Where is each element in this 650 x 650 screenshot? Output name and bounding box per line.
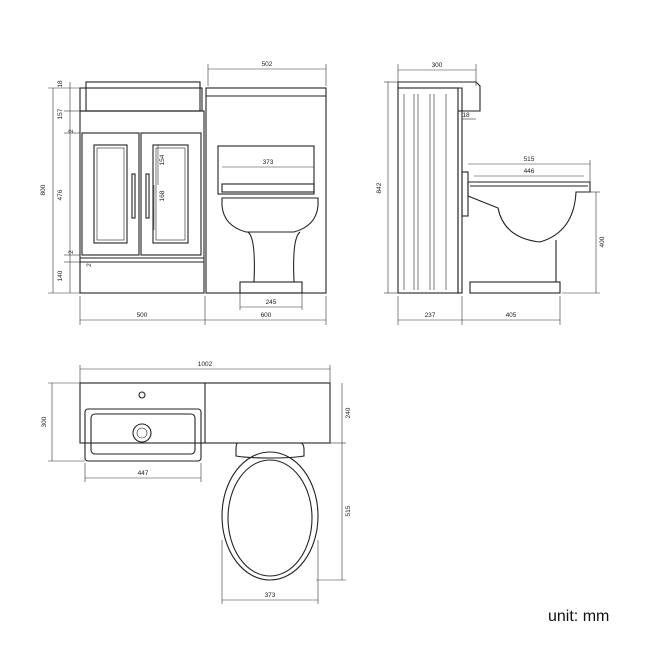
dim-pan-width: 373	[263, 159, 274, 166]
top-dimensions: 1002 300 240 447 515 373	[41, 361, 352, 604]
dim-plinth-height: 140	[57, 270, 64, 281]
wc-pan	[221, 197, 319, 233]
left-door-panel-inner	[96, 147, 125, 241]
dim-top-unit-depth: 240	[345, 407, 352, 418]
dim-top-offset: 18	[57, 80, 64, 88]
top-view	[79, 382, 331, 581]
side-wc-pan	[467, 181, 591, 243]
side-view	[397, 81, 591, 294]
side-dimensions: 300 18 842 515 446 400 237 405	[376, 62, 606, 325]
right-door-panel-inner	[155, 147, 186, 241]
front-view	[79, 81, 327, 294]
cistern-recess	[217, 145, 315, 195]
basin-waste	[132, 423, 152, 443]
dim-top-pan-length: 515	[345, 505, 352, 516]
dim-gap-lower: 2	[68, 250, 75, 254]
dim-wc-section-width: 600	[261, 312, 272, 319]
dim-door-height: 476	[57, 189, 64, 200]
dim-side-depth: 300	[432, 62, 443, 69]
dim-top-basin-width: 447	[138, 470, 149, 477]
dim-top-depth: 300	[41, 416, 48, 427]
right-door-handle	[145, 173, 150, 219]
dim-side-pan-depth: 405	[506, 312, 517, 319]
top-basin	[84, 408, 202, 462]
dim-vanity-width: 500	[137, 312, 148, 319]
top-basin-bowl	[90, 413, 196, 455]
basin-rim	[79, 87, 203, 112]
dim-side-pan-projection: 515	[524, 156, 535, 163]
dim-side-overall-height: 842	[376, 182, 383, 193]
dim-glass-panel-b: 168	[159, 190, 166, 201]
dim-side-unit-depth: 237	[425, 312, 436, 319]
dim-pedestal-width: 245	[266, 299, 277, 306]
dim-cistern-width: 502	[262, 61, 273, 68]
right-door-panel	[152, 144, 189, 244]
dim-glass-panel-a: 154	[159, 154, 166, 165]
side-wc-foot	[469, 281, 561, 294]
dim-top-seat-width: 373	[265, 592, 276, 599]
side-basin	[397, 81, 481, 112]
top-wc-hinge	[235, 442, 305, 459]
side-cabinet	[397, 87, 459, 294]
dim-overall-height: 800	[40, 184, 47, 195]
side-wc-unit	[457, 110, 463, 294]
left-door-panel	[93, 144, 128, 244]
vanity-cabinet	[79, 110, 205, 294]
wc-unit	[205, 87, 327, 294]
left-door	[81, 132, 140, 256]
dim-top-overall-width: 1002	[198, 361, 213, 368]
dim-basin-height: 157	[57, 108, 64, 119]
dim-plinth-gap: 2	[86, 263, 93, 267]
top-wc-lid	[227, 459, 313, 577]
front-dimensions: 502 18 157 2 476 2 140 800 2 154 168 373…	[40, 61, 327, 325]
basin-top	[85, 81, 201, 112]
wc-foot	[239, 281, 303, 294]
dim-gap-upper: 2	[68, 129, 75, 133]
right-door	[140, 132, 202, 256]
side-handle	[461, 171, 469, 217]
dim-side-pan-height: 400	[599, 236, 606, 247]
dim-side-seat-length: 446	[524, 168, 535, 175]
wc-pedestal	[247, 231, 301, 283]
basin-waste-inner	[136, 427, 148, 439]
wc-seat	[221, 183, 315, 193]
dim-side-back-offset: 18	[462, 112, 470, 119]
left-door-handle	[131, 173, 136, 219]
top-wc-seat	[221, 451, 319, 581]
unit-label: unit: mm	[548, 608, 610, 625]
tap-hole	[138, 391, 146, 399]
